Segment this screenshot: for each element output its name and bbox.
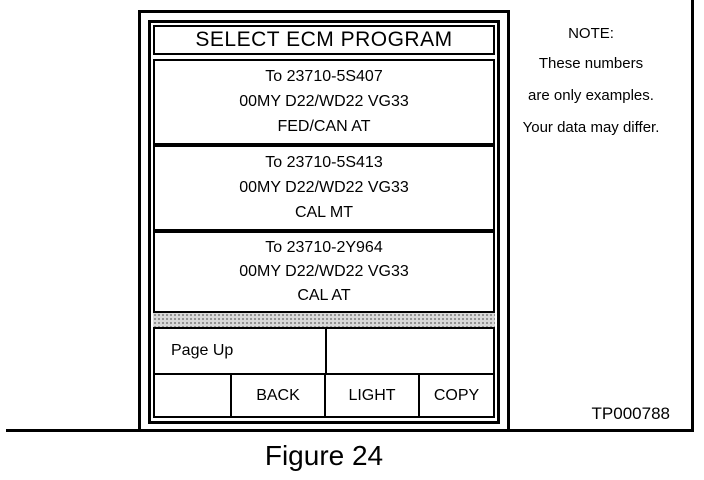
device-screen: SELECT ECM PROGRAM To 23710-5S407 00MY D… (148, 20, 500, 424)
note-title: NOTE: (568, 25, 614, 42)
program-spec: CAL MT (294, 204, 354, 221)
note-line: are only examples. (528, 87, 654, 104)
light-button[interactable]: LIGHT (326, 375, 420, 416)
list-scroll-strip[interactable] (153, 313, 495, 327)
page-up-button[interactable]: Page Up (155, 329, 327, 373)
program-spec: CAL AT (297, 287, 351, 304)
copy-button[interactable]: COPY (433, 386, 480, 404)
consult-device: SELECT ECM PROGRAM To 23710-5S407 00MY D… (138, 10, 510, 432)
program-part-number: To 23710-5S407 (265, 68, 383, 85)
blank-softkey (155, 375, 232, 416)
program-part-number: To 23710-2Y964 (265, 239, 383, 256)
reference-code: TP000788 (591, 404, 670, 423)
program-model: 00MY D22/WD22 VG33 (239, 263, 409, 280)
back-button[interactable]: BACK (232, 375, 326, 416)
ecm-program-item[interactable]: To 23710-5S407 00MY D22/WD22 VG33 FED/CA… (153, 59, 495, 145)
note-line: These numbers (538, 55, 644, 72)
note-line: Your data may differ. (522, 119, 660, 136)
screen-title: SELECT ECM PROGRAM (153, 25, 495, 55)
program-part-number: To 23710-5S413 (265, 154, 383, 171)
program-spec: FED/CAN AT (277, 118, 371, 135)
empty-softkey (327, 329, 493, 373)
softkey-row: BACK LIGHT COPY (153, 375, 495, 418)
figure-caption: Figure 24 (264, 440, 384, 471)
page-row: Page Up (153, 327, 495, 375)
note-block: NOTE: These numbers are only examples. Y… (508, 20, 674, 144)
ecm-program-item[interactable]: To 23710-5S413 00MY D22/WD22 VG33 CAL MT (153, 145, 495, 231)
program-model: 00MY D22/WD22 VG33 (239, 93, 409, 110)
ecm-program-item[interactable]: To 23710-2Y964 00MY D22/WD22 VG33 CAL AT (153, 231, 495, 313)
program-model: 00MY D22/WD22 VG33 (239, 179, 409, 196)
